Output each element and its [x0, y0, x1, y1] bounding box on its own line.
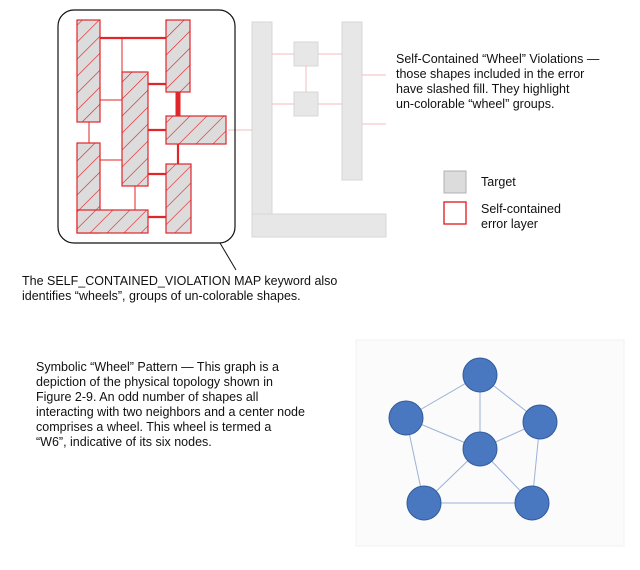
target-shape-small-top	[293, 41, 319, 67]
violation-shape-bottom-right	[165, 163, 192, 234]
graph-node-upper-right	[522, 404, 558, 440]
graph-node-lower-left	[406, 485, 442, 521]
graph-node-center	[462, 431, 498, 467]
callout-pointer-bottom	[219, 242, 237, 271]
violation-shapes	[76, 19, 227, 234]
legend-error-label: Self-contained error layer	[481, 202, 561, 231]
symbolic-wheel-text: Symbolic “Wheel” Pattern — This graph is…	[36, 360, 305, 449]
violation-shape-top-right	[165, 19, 191, 93]
violation-shape-bottom-bar	[76, 209, 149, 234]
callout-right-text: Self-Contained “Wheel” Violations — thos…	[396, 52, 600, 111]
target-shape-right-column	[341, 21, 363, 181]
violation-shape-top-left	[76, 19, 101, 123]
graph-node-lower-right	[514, 485, 550, 521]
legend-target-label: Target	[481, 175, 516, 189]
target-shape-left-column	[251, 21, 273, 238]
callout-bottom-text: The SELF_CONTAINED_VIOLATION MAP keyword…	[22, 274, 338, 303]
graph-node-top	[462, 357, 498, 393]
target-shape-bottom-bar	[251, 213, 387, 238]
legend-target-swatch	[443, 170, 467, 194]
graph-node-upper-left	[388, 400, 424, 436]
wheel-graph	[388, 357, 558, 521]
faded-target-layout	[228, 21, 387, 238]
legend-error-swatch	[443, 201, 467, 225]
violation-shape-center-column	[121, 71, 149, 187]
target-shape-small-bottom	[293, 91, 319, 117]
violation-outline	[57, 9, 236, 244]
violation-shape-right-bar	[165, 115, 227, 145]
